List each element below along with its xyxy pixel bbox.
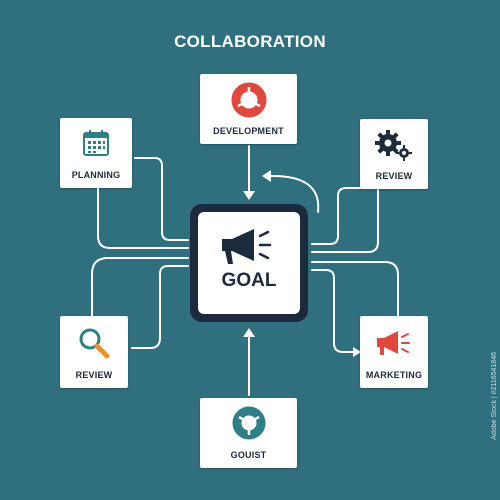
wire-review-left-1 bbox=[91, 257, 189, 317]
arrowhead-down bbox=[243, 191, 255, 200]
megaphone-icon bbox=[222, 229, 272, 264]
node-review-top[interactable]: REVIEW bbox=[360, 119, 428, 189]
ring-chart-icon bbox=[231, 82, 266, 118]
node-gouist[interactable]: GOUIST bbox=[200, 398, 297, 468]
wire-review-left-2 bbox=[131, 265, 189, 349]
goal-node-inner: GOAL bbox=[198, 212, 300, 314]
node-review-top-label: REVIEW bbox=[375, 171, 413, 181]
goal-label: GOAL bbox=[221, 270, 277, 291]
diagram-title: COLLABORATION bbox=[174, 32, 326, 51]
wire-planning-1 bbox=[134, 157, 189, 241]
goal-node[interactable]: GOAL bbox=[190, 204, 308, 322]
gears-icon bbox=[375, 130, 412, 161]
arrow-goal-to-review bbox=[269, 174, 320, 213]
calendar-icon bbox=[83, 130, 109, 156]
wire-review-right-1 bbox=[311, 187, 361, 245]
node-marketing-label: MARKETING bbox=[365, 370, 423, 380]
node-planning[interactable]: PLANNING bbox=[60, 118, 132, 188]
node-review-left[interactable]: REVIEW bbox=[60, 316, 128, 388]
arrowhead-up bbox=[243, 328, 255, 337]
node-development[interactable]: DEVELOPMENT bbox=[200, 74, 297, 144]
node-review-left-label: REVIEW bbox=[75, 370, 113, 380]
wire-marketing-1 bbox=[311, 261, 399, 317]
arrowhead-left bbox=[262, 170, 271, 182]
wire-planning-2 bbox=[97, 187, 189, 249]
node-marketing[interactable]: MARKETING bbox=[360, 316, 428, 388]
node-planning-label: PLANNING bbox=[71, 170, 121, 180]
magnifier-icon bbox=[79, 328, 110, 359]
megaphone-icon bbox=[377, 331, 410, 355]
lifebuoy-icon bbox=[232, 406, 265, 440]
node-development-label: DEVELOPMENT bbox=[213, 126, 284, 136]
arrowhead-marketing bbox=[353, 347, 361, 357]
wire-review-right-2 bbox=[311, 189, 379, 253]
wire-marketing-2 bbox=[311, 269, 355, 353]
watermark-id: Adobe Stock | #2116541846 bbox=[491, 352, 498, 440]
node-gouist-label: GOUIST bbox=[230, 450, 267, 460]
